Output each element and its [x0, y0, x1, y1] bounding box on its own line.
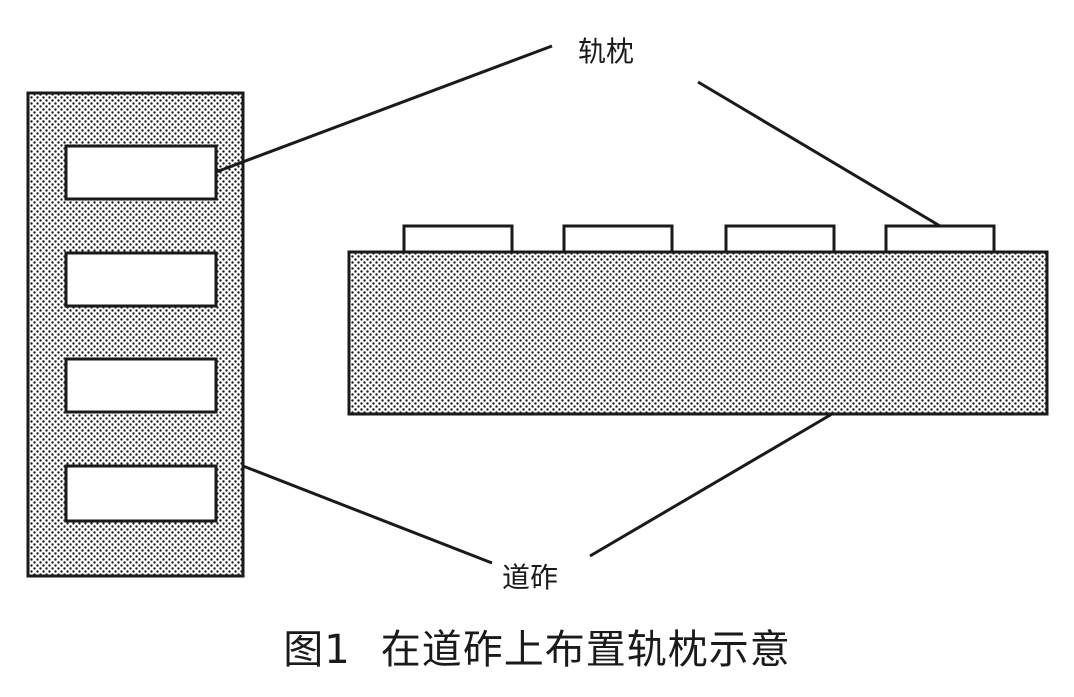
sleeper-side-2 [562, 224, 674, 256]
leader-ballast-right [589, 412, 833, 558]
sleeper-plan-1 [64, 144, 218, 201]
caption-text: 在道砟上布置轨枕示意 [380, 627, 791, 673]
sleeper-plan-3 [64, 357, 218, 414]
ballast-label: 道砟 [502, 561, 559, 594]
leader-sleeper-left [215, 44, 553, 174]
sleeper-plan-2 [64, 251, 218, 308]
leader-ballast-left [242, 464, 493, 565]
leader-sleeper-right [697, 80, 941, 228]
sleeper-side-4 [884, 224, 996, 256]
sleeper-label: 轨枕 [578, 35, 635, 68]
figure-number: 图1 [283, 627, 351, 673]
ballast-side [347, 250, 1049, 416]
figure-caption: 图1 在道砟上布置轨枕示意 [0, 617, 1074, 675]
sleeper-side-1 [402, 224, 514, 256]
side-view [347, 224, 1049, 416]
sleeper-side-3 [724, 224, 836, 256]
sleeper-plan-4 [64, 464, 218, 523]
plan-view [26, 91, 245, 578]
